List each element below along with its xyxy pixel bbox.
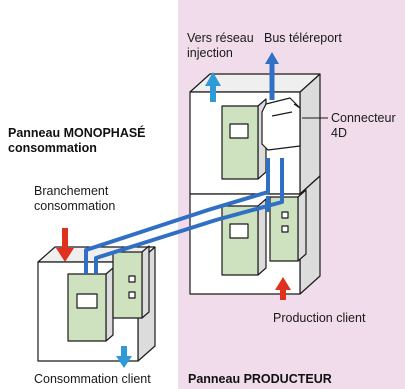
consommation-arrow-down-icon bbox=[116, 346, 132, 368]
label-consommation-client: Consommation client bbox=[34, 372, 151, 386]
label-branchement-consommation: consommation bbox=[34, 199, 115, 213]
label-panneau-producteur: Panneau PRODUCTEUR bbox=[188, 372, 332, 386]
arrow-down-icon bbox=[56, 228, 74, 262]
label-branchement: Branchement bbox=[34, 184, 109, 198]
label-vers-reseau: Vers réseau bbox=[187, 31, 254, 45]
label-injection: injection bbox=[187, 46, 233, 60]
arrow-up-icon bbox=[205, 72, 221, 102]
connector-4d-icon bbox=[261, 97, 301, 151]
bus-teleport-arrow-up-icon bbox=[265, 52, 279, 64]
label-production-client: Production client bbox=[273, 311, 366, 325]
label-connecteur-4d: 4D bbox=[331, 126, 347, 140]
label-panneau-monophase: Panneau MONOPHASÉ bbox=[8, 125, 146, 140]
label-consommation-title: consommation bbox=[8, 141, 97, 155]
teleport-bus-cable bbox=[84, 158, 284, 274]
label-bus-teleport: Bus téléreport bbox=[264, 31, 342, 45]
consumer-cabinet bbox=[37, 245, 156, 362]
production-arrow-up-icon bbox=[275, 277, 291, 300]
label-connecteur: Connecteur bbox=[331, 111, 396, 125]
producer-cabinet-lower bbox=[189, 175, 321, 295]
